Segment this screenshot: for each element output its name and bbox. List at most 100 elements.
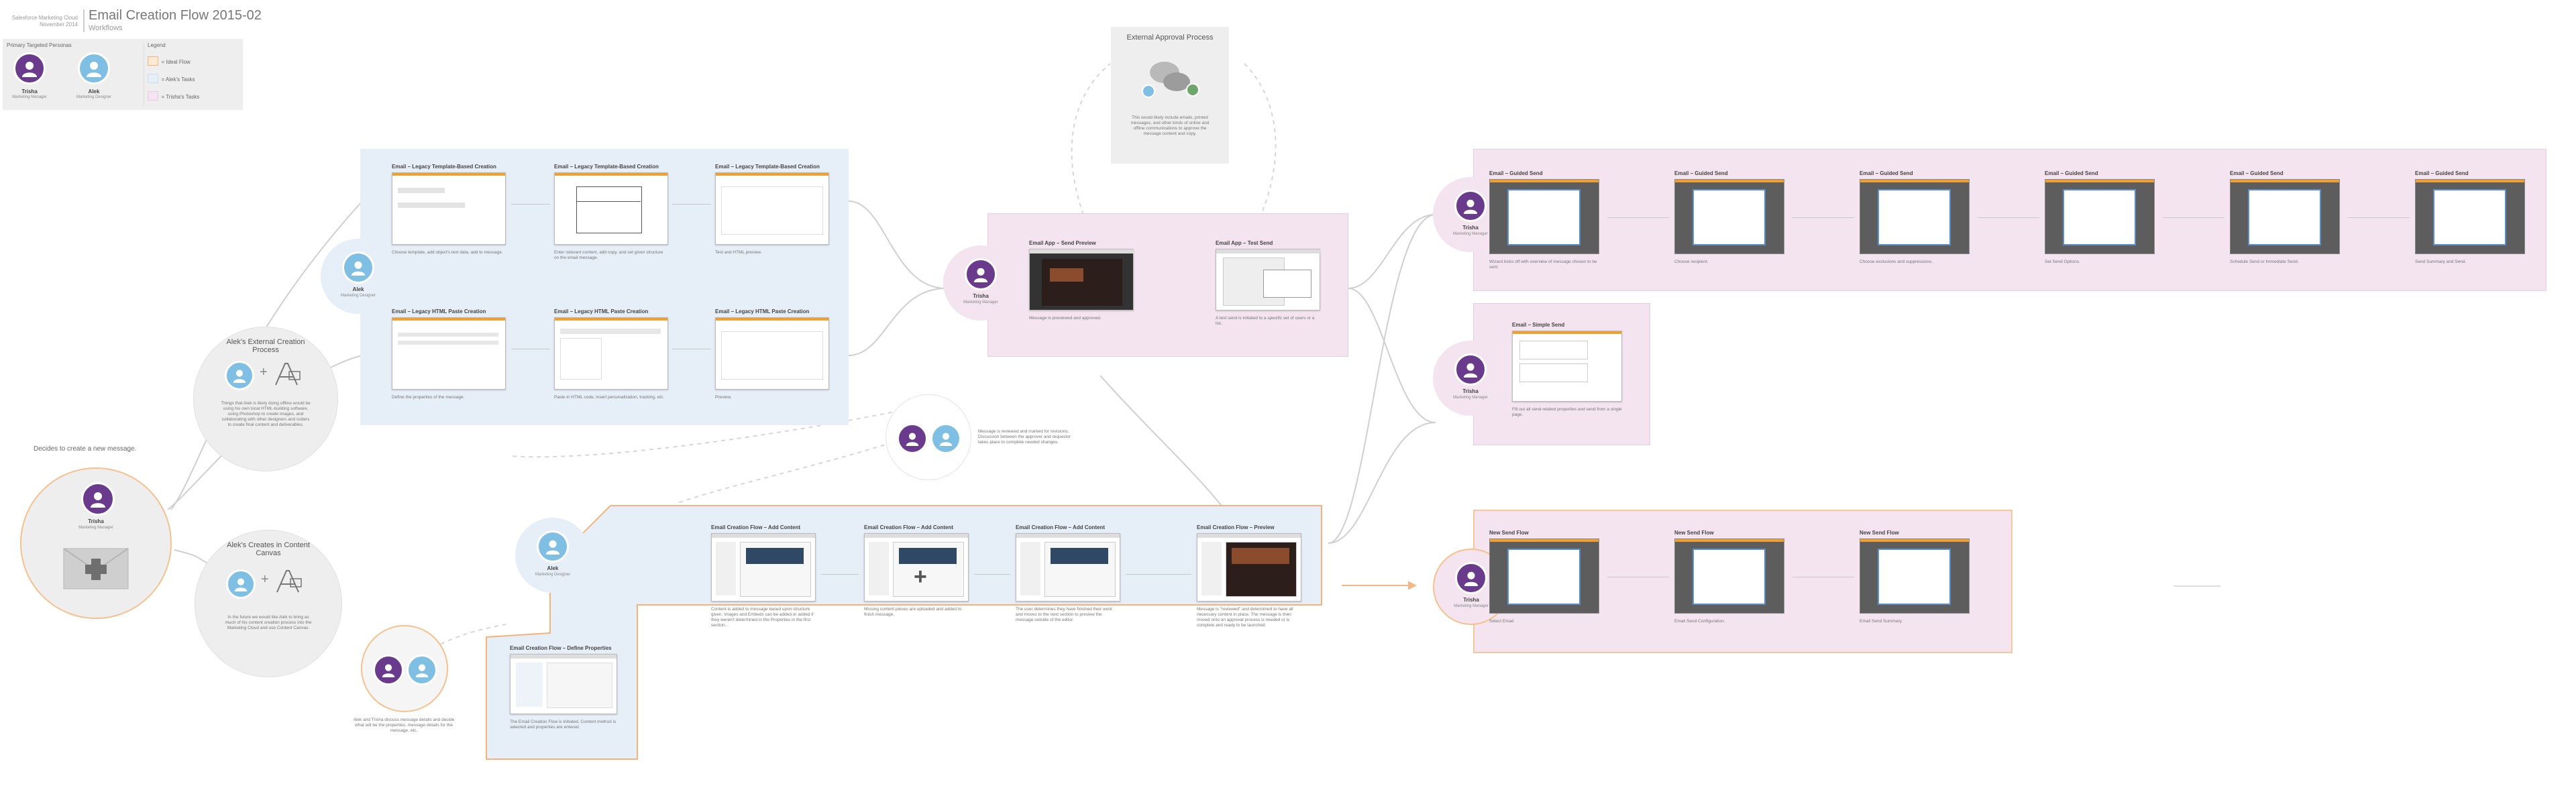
header-bar [1513,331,1621,334]
card-title: Email App – Test Send [1216,240,1273,246]
trisha-avatar [965,258,997,290]
person-icon [939,433,953,446]
card-title: Email Creation Flow – Add Content [864,524,954,530]
card-desc: Select Email. [1489,619,1515,624]
alek-canvas-flow-circle: Alek Marketing Designer [515,518,590,593]
alek-canvas-desc: In the future we would like Alek to brin… [225,615,312,630]
person-icon [91,492,105,508]
trisha-role: Marketing Manager [1453,396,1488,400]
card-title: Email – Guided Send [1674,170,1728,176]
legend-label: = Ideal Flow [161,59,191,65]
alek-avatar [78,52,110,84]
card-desc: The user determines they have finished t… [1016,607,1112,622]
alek-role: Marketing Designer [535,573,571,577]
screenshot-thumbnail [1197,533,1301,602]
test-send-card: Email App – Test Send A test send is ini… [1216,240,1321,327]
flow-arrow [2348,217,2410,218]
trisha-app-circle: Trisha Marketing Manager [943,245,1018,321]
screenshot-thumbnail [2230,179,2340,254]
card-title: Email App – Send Preview [1029,240,1096,246]
card-desc: Choose exclusions and suppressions. [1860,260,1933,264]
alek-role: Marketing Designer [340,294,376,298]
card-title: Email – Legacy Template-Based Creation [554,164,659,170]
legacy-html-card-3: Email – Legacy HTML Paste Creation Previ… [715,308,829,400]
card-desc: Missing content pieces are uploaded and … [864,607,962,617]
define-properties-card: Email Creation Flow – Define Properties … [510,645,617,730]
card-title: Email Creation Flow – Add Content [1016,524,1106,530]
screenshot-thumbnail [715,172,829,245]
card-desc: A test send is initiated to a specific s… [1216,316,1315,326]
start-label: Decides to create a new message. [34,445,137,453]
card-desc: Paste in HTML code, insert personalizati… [554,395,665,400]
card-desc: Choose template, add object's text data,… [392,250,503,255]
flow-arrow [1978,217,2039,218]
screenshot-thumbnail [715,317,829,390]
alek-avatar [930,423,961,454]
card-title: Email – Legacy HTML Paste Creation [715,308,810,315]
collab-circle-bottom [361,625,448,712]
collab-note-bottom: Alek and Trisha discuss message details … [353,718,455,733]
alek-legacy-circle: Alek Marketing Designer [321,239,396,314]
legend-swatch [148,91,158,101]
start-role: Marketing Manager [78,526,113,530]
design-tools-icon [275,363,301,386]
legacy-html-card-2: Email – Legacy HTML Paste Creation Paste… [554,308,668,400]
card-desc: Schedule Send or Immediate Send. [2230,260,2299,264]
legend-swatch [148,56,158,66]
card-title: Email – Legacy Template-Based Creation [715,164,820,170]
person-icon [973,268,988,282]
person-icon [234,578,248,591]
legend-item: = Trisha's Tasks [148,90,199,102]
person-icon [351,261,366,276]
person-icon [906,433,919,446]
trisha-name: Trisha [1462,225,1479,231]
legacy-template-card-3: Email – Legacy Template-Based Creation T… [715,164,829,255]
person-icon [545,540,560,555]
plus-icon: + [261,572,269,587]
flow-arrow [974,574,1010,575]
card-title: Email – Legacy HTML Paste Creation [392,308,486,315]
header-bar [555,173,667,176]
legend-item: = Ideal Flow [148,55,191,67]
legend-label: = Alek's Tasks [161,76,195,82]
header-bar [555,318,667,321]
header-bar [392,318,505,321]
screenshot-thumbnail [1512,331,1622,402]
alek-name: Alek [88,89,100,95]
header-meta: Salesforce Marketing Cloud November 2014 [5,15,78,28]
trisha-avatar [1454,190,1487,222]
card-title: Email – Legacy HTML Paste Creation [554,308,649,315]
card-desc: Send Summary and Send. [2415,260,2467,264]
person-icon [1463,199,1478,214]
card-title: Email – Simple Send [1512,322,1565,328]
card-desc: Message is "reviewed" and determined to … [1197,607,1293,628]
person-icon [1463,363,1478,378]
header-divider [83,9,85,32]
alek-avatar [342,251,374,284]
screenshot-thumbnail [1674,538,1784,614]
page-title: Email Creation Flow 2015-02 [89,8,262,23]
design-tools-icon [276,570,302,593]
alek-external-circle: Alek's External Creation Process + Thing… [193,327,338,471]
flow-arrow [1126,574,1191,575]
trisha-avatar [1455,562,1487,594]
screenshot-thumbnail [1029,249,1134,310]
simple-send-card: Email – Simple Send Fill out all send-re… [1512,322,1622,418]
card-desc: Email Send Configuration. [1674,619,1725,624]
card-title: Email – Guided Send [2230,170,2284,176]
legend-heading: Legend [148,42,166,48]
trisha-name: Trisha [973,293,989,299]
flow-arrow [821,574,859,575]
screenshot-thumbnail [2415,179,2525,254]
flow-arrow [2163,217,2224,218]
card-title: Email Creation Flow – Preview [1197,524,1275,530]
